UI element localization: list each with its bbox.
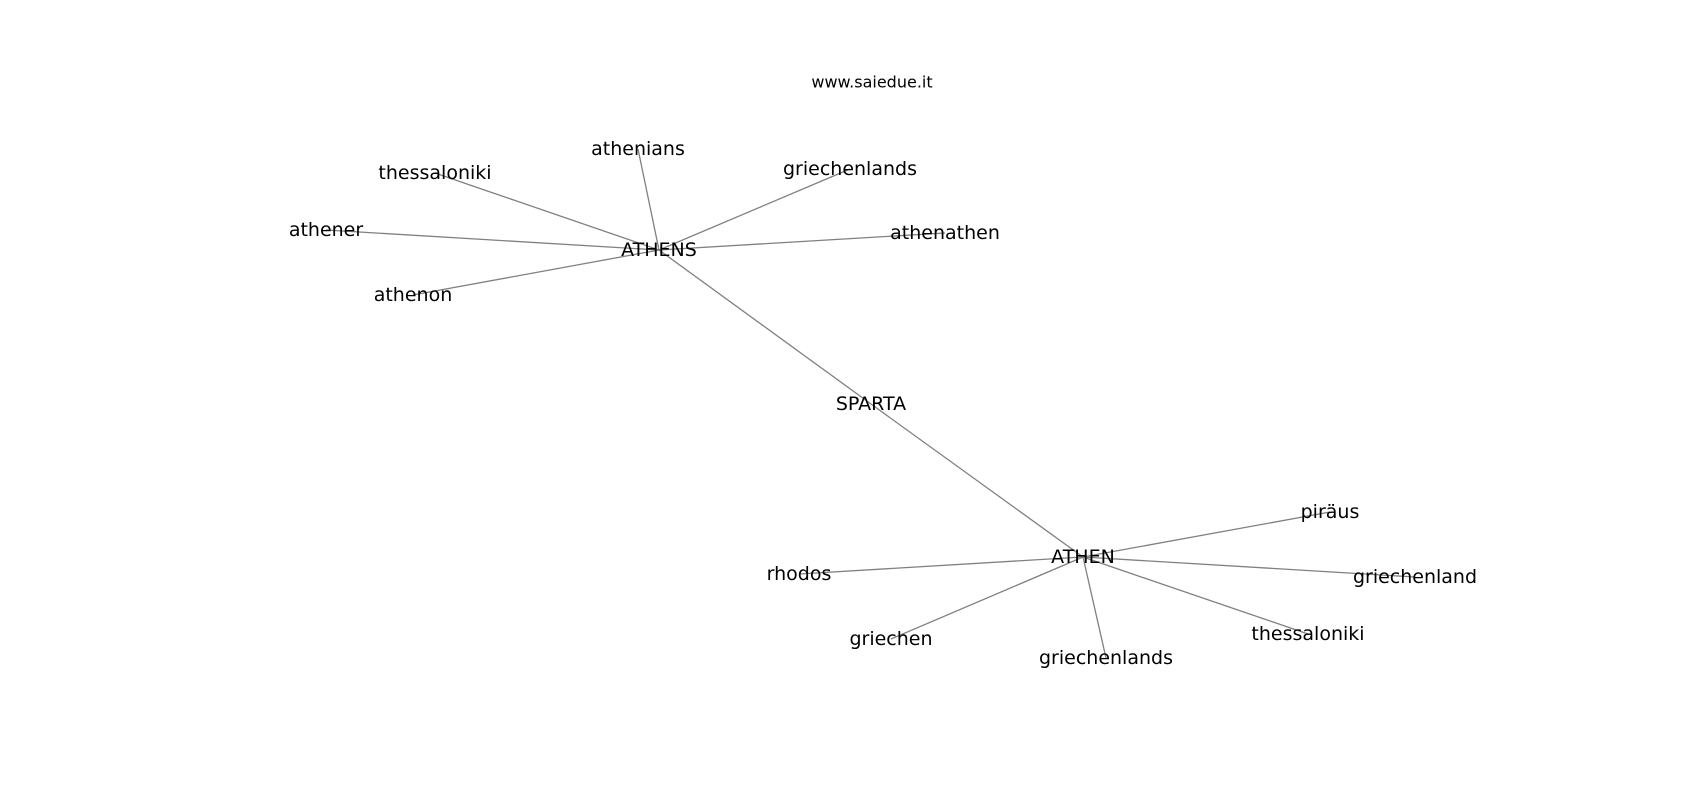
edge-athens-sparta — [658, 249, 872, 405]
graph-nodes: SPARTA ATHENS ATHEN athenians thessaloniki gr… — [289, 138, 1477, 669]
watermark-text: www.saiedue.it — [811, 73, 932, 92]
edge-athen-piraus — [1082, 511, 1331, 558]
edge-athen-thessaloniki_b — [1082, 556, 1309, 635]
edge-athens-athenians — [637, 148, 660, 251]
node-piraus: piräus — [1301, 501, 1360, 523]
node-sparta: SPARTA — [836, 393, 906, 415]
edge-athens-thessaloniki_a — [434, 172, 660, 251]
node-athenathen: athenathen — [890, 222, 1000, 244]
edge-athen-griechen — [890, 556, 1084, 640]
node-griechenland: griechenland — [1353, 566, 1477, 588]
node-griechen: griechen — [849, 628, 932, 650]
node-athenians: athenians — [591, 138, 685, 160]
edge-athens-athener — [325, 229, 660, 251]
edge-athen-griechenlands_b — [1082, 556, 1107, 659]
edge-sparta-athen — [870, 403, 1084, 558]
node-athener: athener — [289, 219, 364, 241]
edge-athen-rhodos — [798, 556, 1084, 575]
node-athens: ATHENS — [621, 239, 697, 261]
node-rhodos: rhodos — [767, 563, 832, 585]
node-athenon: athenon — [374, 284, 453, 306]
node-athen: ATHEN — [1051, 546, 1115, 568]
node-griechenlands_b: griechenlands — [1039, 647, 1173, 669]
node-griechenlands_a: griechenlands — [783, 158, 917, 180]
edge-athens-athenon — [412, 249, 660, 296]
node-thessaloniki_b: thessaloniki — [1251, 623, 1364, 645]
edge-athen-griechenland — [1082, 556, 1416, 578]
edge-athens-athenathen — [658, 232, 946, 251]
node-thessaloniki_a: thessaloniki — [378, 162, 491, 184]
graph-edges — [325, 148, 1416, 659]
edge-athens-griechenlands_a — [658, 168, 851, 251]
